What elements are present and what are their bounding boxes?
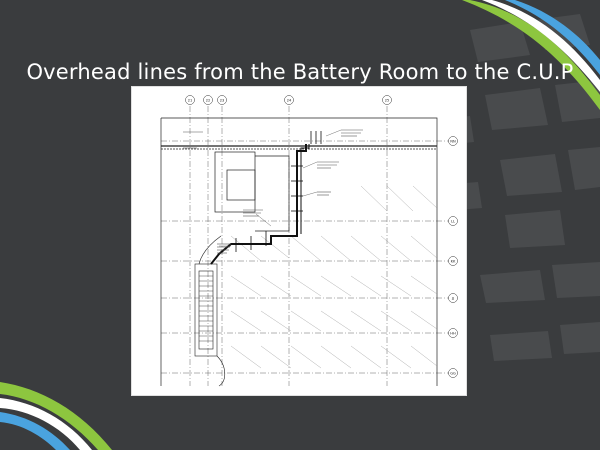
grid-bubble-gg: GG	[448, 368, 458, 378]
building-walls	[160, 117, 438, 386]
svg-text:21: 21	[188, 98, 193, 102]
grid-bubbles-right: NN LL KK JJ HH	[448, 136, 458, 378]
horizontal-grid-lines	[161, 140, 449, 374]
swoosh-bottom-left	[0, 382, 112, 450]
svg-text:24: 24	[287, 98, 292, 102]
svg-text:JJ: JJ	[451, 296, 454, 300]
grid-bubble-24: 24	[284, 95, 294, 105]
grid-bubbles-top: 21 22 23 24 25	[185, 95, 392, 105]
grid-bubble-jj: JJ	[448, 293, 458, 303]
callout-notes	[183, 129, 363, 254]
svg-text:25: 25	[385, 98, 390, 102]
battery-room-block	[194, 235, 226, 387]
grid-bubble-25: 25	[382, 95, 392, 105]
drawing-frame	[131, 86, 467, 396]
svg-text:23: 23	[220, 98, 225, 102]
grid-bubble-22: 22	[203, 95, 213, 105]
grid-bubble-23: 23	[217, 95, 227, 105]
parking-stalls	[230, 185, 438, 369]
svg-text:KK: KK	[451, 259, 456, 263]
overhead-conduit-run	[210, 144, 310, 265]
background-tiles	[430, 14, 600, 361]
svg-text:22: 22	[206, 98, 211, 102]
svg-text:GG: GG	[450, 371, 456, 375]
grid-bubble-hh: HH	[448, 328, 458, 338]
grid-bubble-21: 21	[185, 95, 195, 105]
grid-bubble-kk: KK	[448, 256, 458, 266]
svg-text:NN: NN	[450, 139, 456, 143]
floor-plan-svg: 21 22 23 24 25	[131, 86, 467, 396]
grid-bubble-ll: LL	[448, 216, 458, 226]
floor-plan-drawing: 21 22 23 24 25	[131, 86, 467, 396]
conduit-tick-marks	[235, 131, 322, 252]
slide-title: Overhead lines from the Battery Room to …	[26, 60, 574, 84]
grid-bubble-nn: NN	[448, 136, 458, 146]
svg-text:LL: LL	[451, 219, 455, 223]
svg-text:HH: HH	[450, 331, 456, 335]
